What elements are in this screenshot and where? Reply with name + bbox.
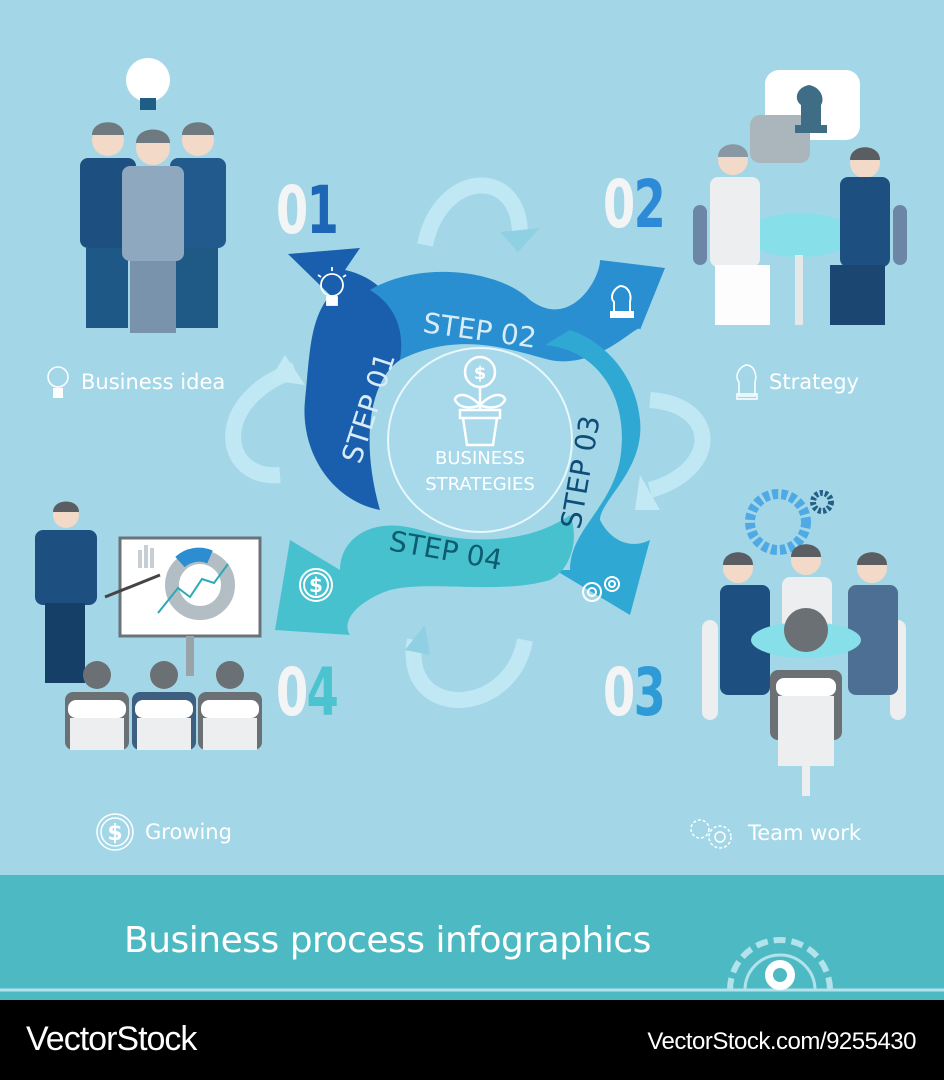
gears-illustration-icon xyxy=(745,489,834,555)
watermark-footer xyxy=(0,1000,944,1080)
caption-growing: $ Growing xyxy=(95,812,232,852)
step-number-02: 02 xyxy=(603,166,666,243)
money-plant-icon: $ xyxy=(453,355,507,447)
banner-divider-line xyxy=(0,988,944,992)
brand-logo: VectorStock xyxy=(26,1020,197,1058)
dollar-coin-icon: $ xyxy=(299,568,333,602)
gear-emblem-icon xyxy=(727,937,833,991)
infographic-canvas: $ STEP 01 STEP 02 STEP 03 STEP 04 $ xyxy=(35,58,907,852)
gears-icon xyxy=(582,576,620,602)
lightbulb-outline-icon xyxy=(47,366,69,398)
lightbulb-illustration-icon xyxy=(126,58,170,110)
chart-board-icon xyxy=(138,545,235,620)
presentation-illustration xyxy=(35,501,262,750)
caption-team-work: Team work xyxy=(686,815,861,851)
image-reference: VectorStock.com/9255430 xyxy=(647,1028,916,1055)
step-number-03: 03 xyxy=(603,654,666,731)
center-title: BUSINESS STRATEGIES xyxy=(425,448,535,495)
step-cycle-diagram: $ STEP 01 STEP 02 STEP 03 STEP 04 $ xyxy=(275,248,665,635)
cycle-arrows-decoration xyxy=(225,177,711,708)
lightbulb-icon xyxy=(317,267,347,306)
team-idea-illustration xyxy=(80,58,226,333)
dollar-coin-outline-icon: $ xyxy=(96,813,134,851)
chess-knight-outline-icon xyxy=(736,364,758,400)
chess-knight-speech-icon xyxy=(795,85,827,133)
svg-text:$: $ xyxy=(309,573,323,597)
step-number-04: 04 xyxy=(276,654,339,731)
caption-strategy: Strategy xyxy=(733,362,859,402)
team-work-illustration xyxy=(702,489,906,796)
infographic-title: Business process infographics xyxy=(124,920,651,961)
strategy-meeting-illustration xyxy=(693,70,907,325)
step-number-01: 01 xyxy=(276,172,339,249)
caption-business-idea: Business idea xyxy=(45,362,225,402)
svg-text:$: $ xyxy=(474,363,487,384)
chess-knight-icon xyxy=(610,284,634,318)
gears-outline-icon xyxy=(690,819,732,849)
svg-text:$: $ xyxy=(107,821,122,846)
